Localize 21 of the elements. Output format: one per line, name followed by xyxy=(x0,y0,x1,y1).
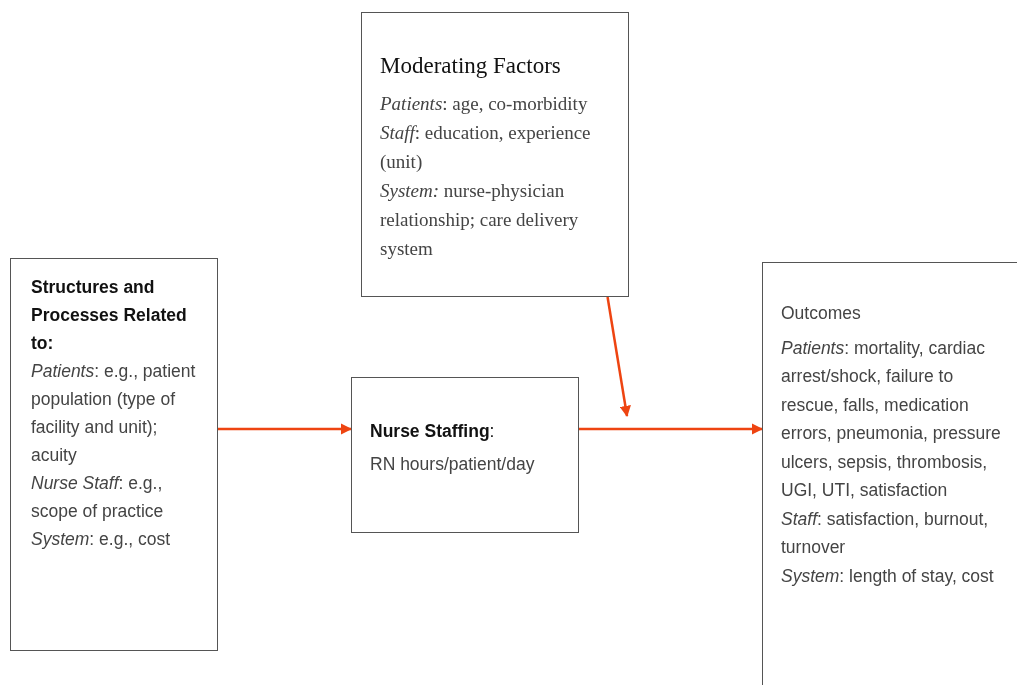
heading: Nurse Staffing: xyxy=(370,420,496,443)
arrow xyxy=(218,423,353,435)
body-text: Staff: satisfaction, burnout, turnover xyxy=(781,507,990,559)
body-text: Nurse Staff: e.g., scope of practice xyxy=(31,472,165,523)
body-text: RN hours/patient/day xyxy=(370,453,536,476)
body-text: Staff: education, experience (unit) xyxy=(380,121,592,174)
text-box xyxy=(351,377,579,533)
body-text: System: length of stay, cost xyxy=(781,564,995,588)
arrow xyxy=(579,423,764,435)
text-box xyxy=(762,262,1017,685)
body-text: Patients: e.g., patient population (type of facility and unit); acuity xyxy=(31,360,197,467)
body-text: Patients: age, co-morbidity xyxy=(380,92,589,116)
text-box xyxy=(10,258,218,651)
heading: Moderating Factors xyxy=(380,52,562,80)
body-text: System: nurse-physician relationship; care delivery system xyxy=(380,179,580,261)
body-text: System: e.g., cost xyxy=(31,528,172,551)
text-box xyxy=(361,12,629,297)
heading: Outcomes xyxy=(781,302,862,325)
heading: Structures and Processes Related to: xyxy=(31,276,188,355)
arrow xyxy=(606,296,631,418)
body-text: Patients: mortality, cardiac arrest/shock, failure to rescue, falls, medication errors, pneumonia, pressure ulcers, sepsis, thrombosis, UGI, UTI, satisfaction xyxy=(781,336,1002,502)
